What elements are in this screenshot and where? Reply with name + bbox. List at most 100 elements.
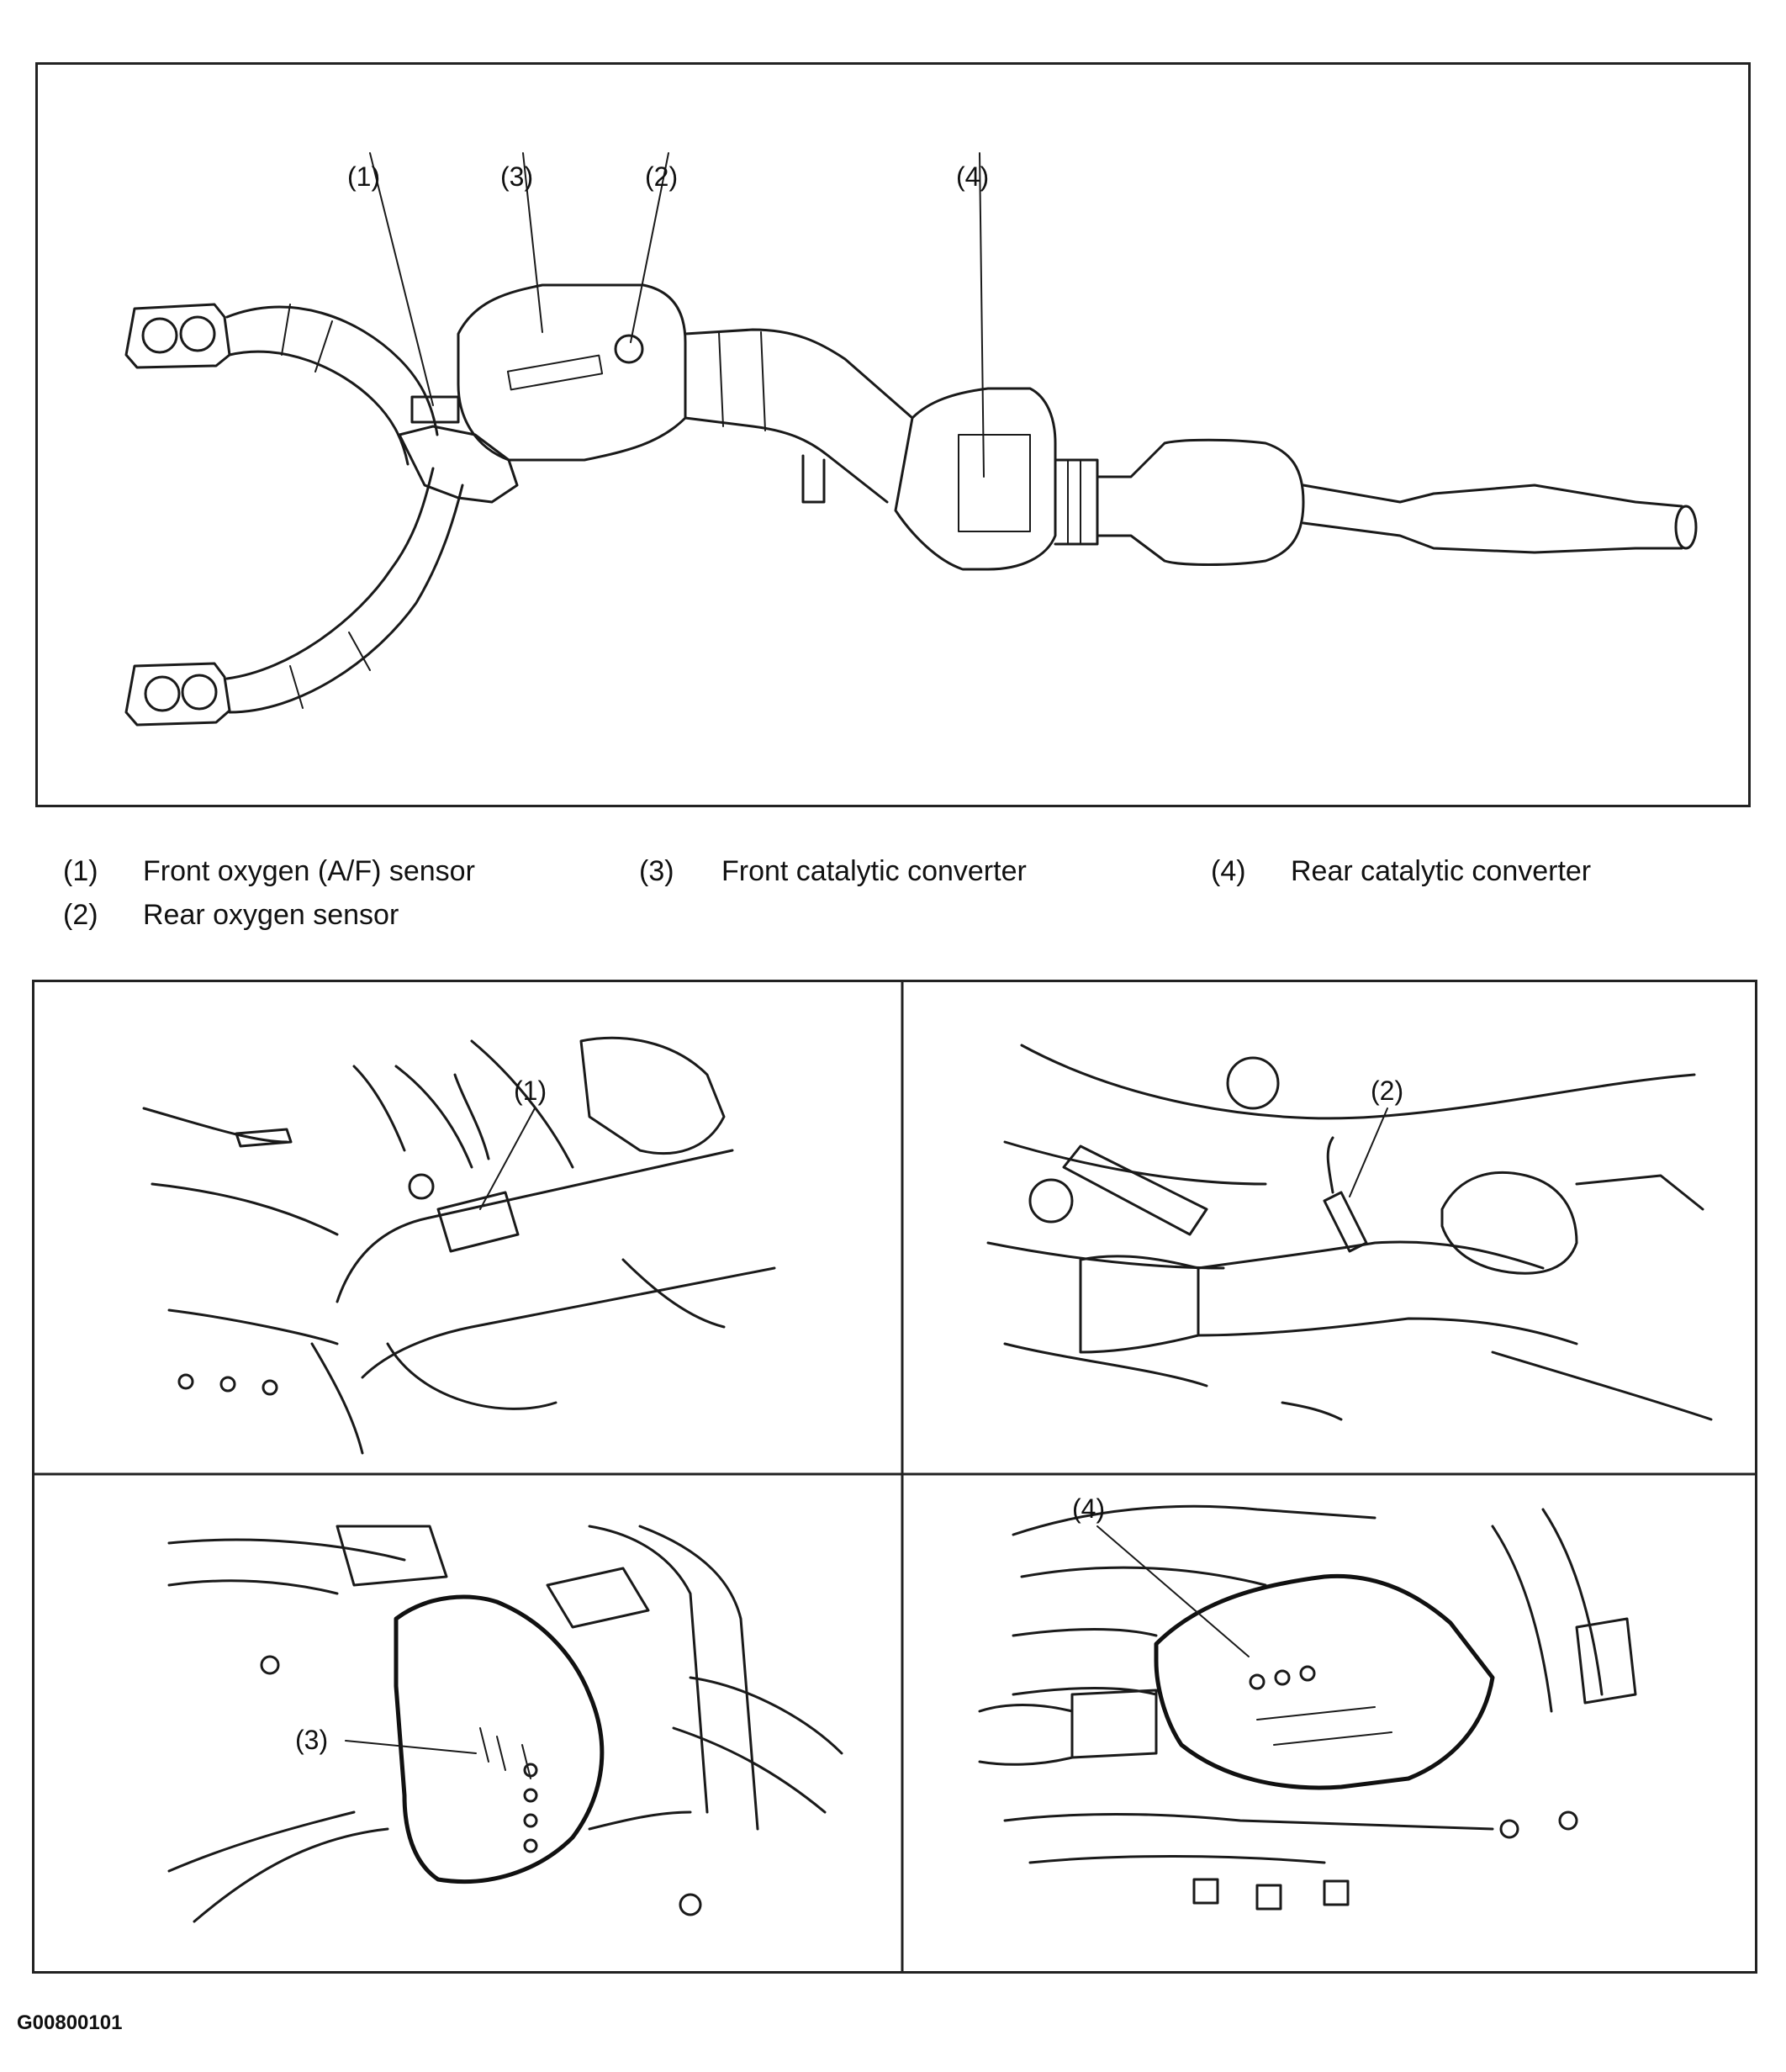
mount-insulator — [1440, 1171, 1578, 1275]
sensor-harness — [588, 1810, 692, 1831]
right-member — [1491, 1508, 1604, 1713]
square-hole-3 — [1323, 1879, 1350, 1906]
leader-line-4 — [979, 152, 985, 478]
bracket-tab — [235, 1128, 293, 1148]
callout-1: (1) — [347, 161, 380, 192]
bolt — [408, 1173, 435, 1200]
detail-views-grid: (1) (2) — [32, 980, 1757, 1974]
rear-pipe-section — [1197, 1240, 1578, 1345]
hole-1 — [177, 1373, 194, 1390]
legend-num-2: (2) — [63, 899, 98, 931]
harness-connector — [1062, 1144, 1208, 1236]
upper-manifold-flange — [124, 303, 231, 369]
shield-dot-a — [1249, 1673, 1266, 1690]
upper-flange-port-right — [179, 315, 216, 352]
square-hole-2 — [1255, 1884, 1282, 1911]
bolt-a — [260, 1655, 280, 1675]
lower-body-lines — [1003, 1342, 1713, 1421]
legend-num-4: (4) — [1211, 855, 1246, 887]
heat-shield-slots — [479, 1727, 531, 1779]
lower-pipe-ribs — [289, 632, 371, 709]
shield-dot-4 — [523, 1838, 538, 1853]
front-catalytic-converter-detail-shape — [394, 1594, 605, 1884]
floor-contours — [167, 1308, 364, 1455]
rear-catalytic-converter-detail-shape — [1154, 1573, 1495, 1790]
pipe-contours — [386, 1258, 726, 1410]
rear-oxygen-sensor-detail-shape — [1323, 1191, 1368, 1253]
rear-oxygen-sensor-boss — [614, 334, 644, 364]
tail-pipe — [1302, 484, 1683, 554]
parts-legend: (1) Front oxygen (A/F) sensor (2) Rear o… — [0, 849, 1786, 942]
detail-callout-1: (1) — [514, 1076, 547, 1106]
front-catalytic-converter-shape — [457, 283, 687, 462]
right-bracket — [1575, 1617, 1637, 1705]
front-catalytic-converter-detail-drawing: (3) — [167, 1525, 843, 1923]
inlet-flange — [1070, 1689, 1158, 1759]
leader-line-detail-2 — [1349, 1107, 1388, 1197]
exhaust-flange — [1079, 1255, 1200, 1354]
left-rails — [1012, 1628, 1158, 1696]
lower-manifold-flange — [124, 662, 231, 727]
tail-pipe-end — [1674, 505, 1698, 550]
rear-catalytic-converter-shape — [894, 387, 1057, 571]
lower-body-lines — [1003, 1813, 1494, 1864]
shield-ribs — [1256, 1706, 1392, 1746]
boot-cover — [579, 1036, 726, 1155]
legend-num-3: (3) — [639, 855, 674, 887]
bolt-b — [679, 1893, 702, 1916]
mid-pipe — [684, 328, 914, 504]
rear-members — [672, 1676, 843, 1814]
front-oxygen-sensor-detail-drawing: (1) — [142, 1036, 776, 1455]
legend-text-2: Rear oxygen sensor — [143, 899, 399, 931]
crossmember-lines — [142, 1107, 339, 1236]
lower-pipe — [167, 1810, 389, 1923]
rear-oxygen-sensor-detail-drawing: (2) — [986, 1044, 1713, 1421]
lower-manifold-pipe — [225, 467, 464, 714]
mid-pipe-joint — [718, 331, 766, 431]
shield-dot-2 — [523, 1788, 538, 1803]
exhaust-system-overview-drawing: (1) (3) (2) (4) — [124, 152, 1698, 727]
harness-bolt — [1028, 1178, 1074, 1224]
detail-rear-oxygen-sensor: (2) — [904, 982, 1753, 1472]
legend-text-3: Front catalytic converter — [721, 855, 1027, 887]
body-line-top — [1020, 1044, 1696, 1120]
upper-flange — [336, 1525, 448, 1587]
sensor-wire — [1326, 1136, 1334, 1194]
upper-manifold-pipe — [225, 305, 439, 466]
mid-pipe-bracket — [801, 454, 826, 504]
body-hole — [1226, 1056, 1280, 1110]
legend-text-1: Front oxygen (A/F) sensor — [143, 855, 475, 887]
pipe-upper — [352, 1065, 473, 1169]
shield-dot-b — [1274, 1669, 1291, 1686]
front-oxygen-sensor-detail-shape — [436, 1191, 520, 1253]
shield-dot-c — [1299, 1665, 1316, 1682]
detail-rear-catalytic-converter: (4) — [904, 1476, 1753, 1969]
rear-cat-heat-shield — [958, 434, 1031, 532]
square-hole-1 — [1192, 1878, 1219, 1905]
rear-catalytic-converter-detail-drawing: (4) — [978, 1493, 1637, 1911]
leader-line-detail-4 — [1096, 1525, 1250, 1657]
detail-callout-3: (3) — [295, 1725, 328, 1755]
hole-2 — [219, 1376, 236, 1393]
bolt-x — [1499, 1819, 1519, 1839]
leader-line-1 — [369, 152, 434, 406]
inlet-pipe — [978, 1704, 1074, 1766]
frame-rails — [167, 1538, 406, 1595]
detail-front-oxygen-sensor: (1) — [34, 982, 901, 1472]
hole-3 — [262, 1379, 278, 1396]
flex-joint-rings — [1067, 459, 1081, 545]
grid-dividers — [34, 982, 1755, 1971]
leader-line-2 — [630, 152, 669, 343]
front-oxygen-sensor-shape — [410, 395, 460, 424]
shield-dot-3 — [523, 1813, 538, 1828]
front-cat-nameplate — [506, 354, 604, 391]
side-member — [588, 1525, 759, 1831]
exhaust-pipe-body — [336, 1149, 776, 1379]
callout-4: (4) — [956, 161, 989, 192]
lower-flange-port-left — [144, 675, 181, 712]
flex-joint — [1054, 458, 1099, 546]
legend-text-4: Rear catalytic converter — [1291, 855, 1592, 887]
side-bracket — [546, 1567, 650, 1629]
legend-num-1: (1) — [63, 855, 98, 887]
small-slot — [1281, 1401, 1343, 1421]
